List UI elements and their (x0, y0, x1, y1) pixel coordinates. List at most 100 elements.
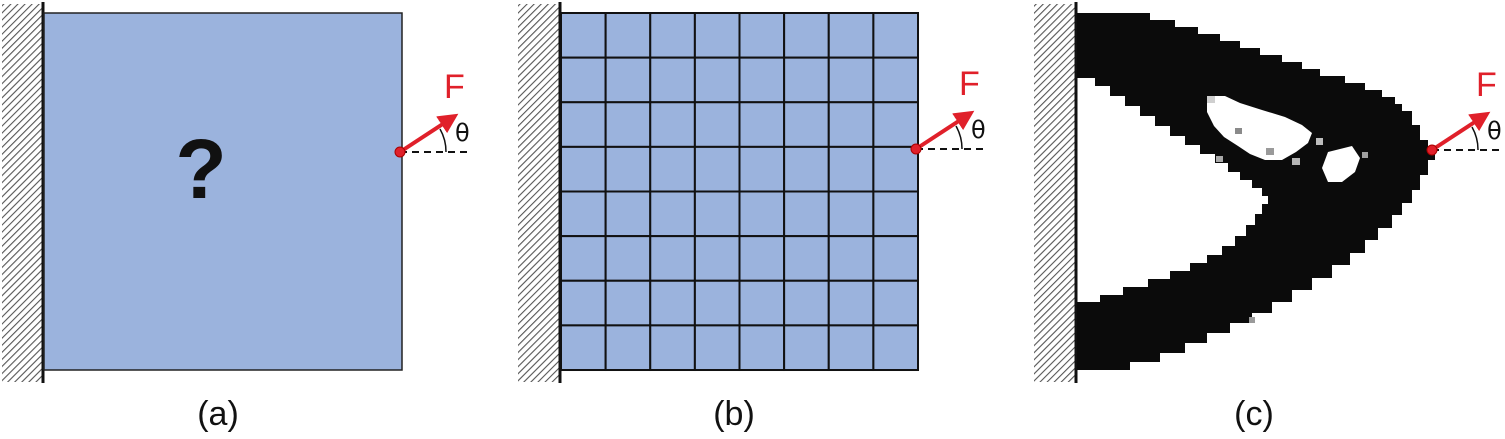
mesh-element (560, 279, 607, 327)
mesh-element (827, 56, 875, 104)
mesh-element (738, 145, 786, 193)
finite-element-mesh (560, 12, 920, 372)
mesh-element (604, 12, 652, 59)
mesh-element (783, 12, 830, 59)
mesh-element (827, 145, 875, 193)
panel-b-caption: (b) (713, 395, 755, 433)
panel-a-caption: (a) (197, 395, 239, 433)
mesh-element (604, 145, 652, 193)
mesh-element (649, 279, 696, 327)
mesh-element (738, 190, 786, 238)
mesh-element (827, 101, 875, 148)
mesh-element (783, 56, 830, 104)
mesh-element (693, 101, 741, 148)
optimized-structure (1077, 13, 1435, 370)
load-indicator: F θ (394, 68, 470, 158)
mesh-element (827, 190, 875, 238)
mesh-element (693, 235, 741, 282)
fixed-wall-support (1034, 4, 1075, 382)
mesh-element (604, 101, 652, 148)
mesh-element (560, 12, 607, 59)
panel-b: F θ (b) (518, 2, 988, 433)
mesh-element (649, 145, 696, 193)
panel-c-caption: (c) (1234, 395, 1274, 433)
angle-label: θ (1487, 117, 1502, 145)
force-label: F (959, 65, 980, 103)
mesh-element (872, 56, 920, 104)
mesh-element (649, 324, 696, 372)
mesh-element (693, 56, 741, 104)
mesh-element (872, 145, 920, 193)
force-label: F (444, 68, 465, 106)
angle-label: θ (971, 116, 986, 144)
mesh-element (560, 56, 607, 104)
mesh-element (604, 56, 652, 104)
mesh-element (783, 101, 830, 148)
mesh-element (827, 12, 875, 59)
mesh-element (827, 279, 875, 327)
intermediate-density-element (1216, 156, 1223, 162)
design-domain (43, 12, 403, 371)
load-point (394, 146, 406, 158)
angle-arc (955, 125, 963, 150)
mesh-element (693, 324, 741, 372)
mesh-element (827, 324, 875, 372)
load-indicator: F θ (1426, 66, 1503, 156)
mesh-element (872, 190, 920, 238)
mesh-element (604, 235, 652, 282)
angle-label: θ (455, 119, 470, 147)
unknown-design-mark: ? (175, 122, 226, 216)
mesh-element (783, 235, 830, 282)
panel-c: F θ (c) (1034, 2, 1503, 433)
panel-a: ? F θ (a) (2, 2, 470, 433)
intermediate-density-element (1235, 128, 1242, 134)
force-arrow (398, 113, 459, 154)
mesh-element (560, 190, 607, 238)
mesh-element (560, 145, 607, 193)
mesh-element (649, 190, 696, 238)
load-point (910, 143, 922, 155)
mesh-element (872, 235, 920, 282)
mesh-element (783, 190, 830, 238)
mesh-element (604, 324, 652, 372)
mesh-element (738, 101, 786, 148)
mesh-element (738, 235, 786, 282)
load-indicator: F θ (910, 65, 988, 155)
angle-arc (1471, 126, 1479, 151)
mesh-element (604, 279, 652, 327)
mesh-element (693, 190, 741, 238)
intermediate-density-element (1249, 317, 1255, 323)
mesh-element (560, 324, 607, 372)
angle-arc (439, 128, 447, 153)
mesh-element (693, 12, 741, 59)
load-point (1426, 144, 1438, 156)
mesh-element (872, 279, 920, 327)
mesh-element (827, 235, 875, 282)
mesh-element (872, 101, 920, 148)
mesh-element (649, 235, 696, 282)
force-arrow (1430, 111, 1491, 152)
mesh-element (783, 279, 830, 327)
fixed-wall-support (518, 4, 559, 382)
intermediate-density-element (1266, 148, 1274, 155)
mesh-element (560, 235, 607, 282)
mesh-element (649, 56, 696, 104)
mesh-element (693, 145, 741, 193)
mesh-element (738, 12, 786, 59)
intermediate-density-element (1316, 138, 1323, 145)
mesh-element (738, 279, 786, 327)
mesh-element (872, 324, 920, 372)
force-arrow (914, 110, 975, 151)
mesh-element (738, 56, 786, 104)
mesh-element (783, 145, 830, 193)
intermediate-density-element (1292, 158, 1300, 165)
mesh-element (604, 190, 652, 238)
fixed-wall-support (2, 4, 43, 382)
mesh-element (693, 279, 741, 327)
mesh-element (649, 12, 696, 59)
intermediate-density-element (1207, 96, 1215, 103)
intermediate-density-element (1362, 152, 1368, 158)
mesh-element (560, 101, 607, 148)
mesh-element (872, 12, 920, 59)
